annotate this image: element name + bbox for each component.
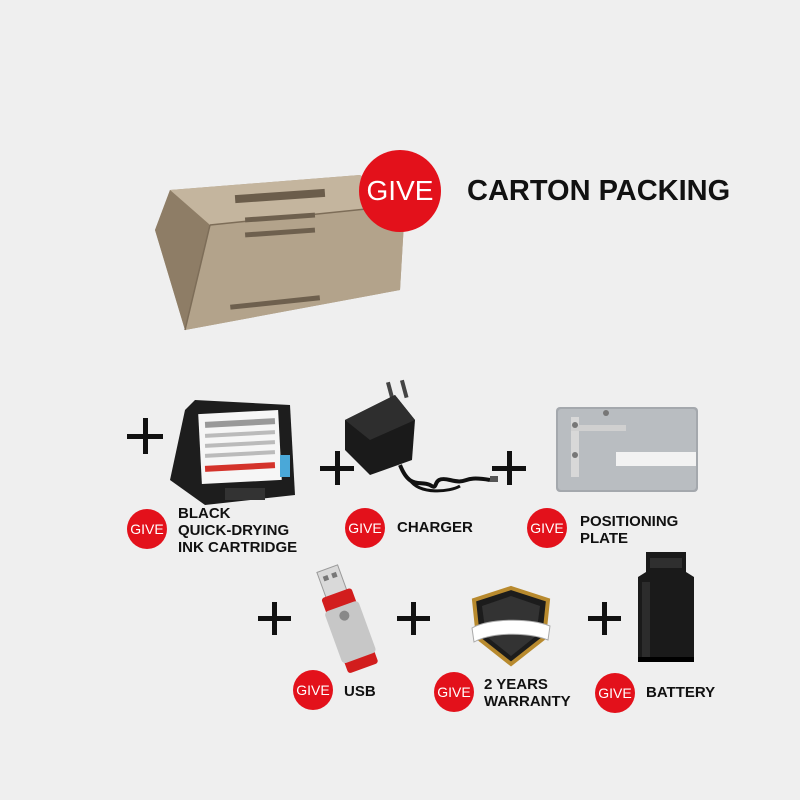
item-label-positioning-plate: POSITIONING PLATE xyxy=(580,513,678,547)
item-label-line: INK CARTRIDGE xyxy=(178,539,298,556)
plus-icon xyxy=(588,602,621,635)
give-badge: GIVE xyxy=(127,509,167,549)
plus-icon xyxy=(258,602,291,635)
give-badge: GIVE xyxy=(595,673,635,713)
battery-icon xyxy=(638,552,694,662)
plus-icon xyxy=(397,602,430,635)
charger-icon xyxy=(345,379,498,493)
item-label-line: PLATE xyxy=(580,530,629,547)
item-label-line: WARRANTY xyxy=(484,693,571,710)
item-label-line: QUICK-DRYING xyxy=(178,522,290,539)
plus-icon xyxy=(127,418,163,454)
give-badge: GIVE xyxy=(345,508,385,548)
ink-cartridge-icon xyxy=(170,400,295,505)
give-badge: GIVE xyxy=(434,672,474,712)
plus-icon xyxy=(320,451,354,485)
item-label-line: 2 YEARS xyxy=(484,676,548,693)
item-label-charger: CHARGER xyxy=(397,519,473,536)
item-label-line: POSITIONING xyxy=(580,513,679,530)
give-badge: GIVE xyxy=(359,150,441,232)
page-title: CARTON PACKING xyxy=(467,175,731,207)
positioning-plate-icon xyxy=(556,407,698,492)
warranty-shield-icon xyxy=(471,585,551,667)
item-label-battery: BATTERY xyxy=(646,684,716,701)
item-label-warranty: 2 YEARS WARRANTY xyxy=(484,676,571,710)
give-badge: GIVE xyxy=(527,508,567,548)
item-label-line: BLACK xyxy=(178,505,231,522)
plus-icon xyxy=(492,451,526,485)
usb-drive-icon xyxy=(316,564,378,673)
item-label-ink-cartridge: BLACK QUICK-DRYING INK CARTRIDGE xyxy=(178,505,297,556)
item-label-usb: USB xyxy=(344,683,376,700)
give-badge: GIVE xyxy=(293,670,333,710)
carton-box-icon xyxy=(155,175,406,331)
